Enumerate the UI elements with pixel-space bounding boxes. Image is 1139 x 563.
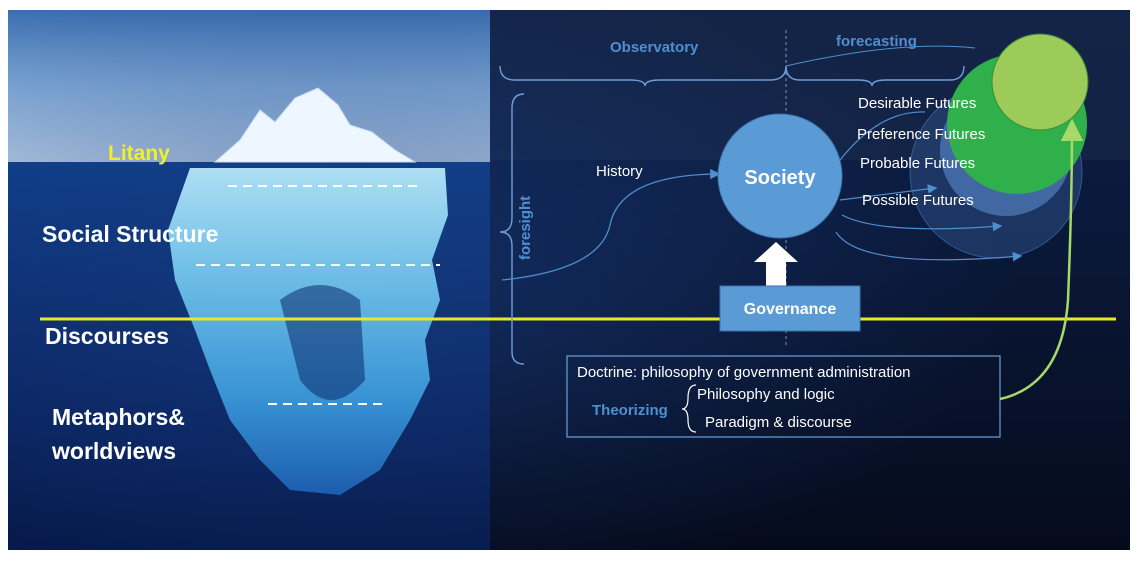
- litany-label: Litany: [108, 142, 170, 165]
- desirable-futures-label: Desirable Futures: [858, 95, 976, 112]
- society-to-desirable-arrow: [839, 111, 926, 161]
- preference-futures-label: Preference Futures: [857, 126, 985, 143]
- theorizing-brace: [681, 384, 697, 433]
- society-circle: [717, 113, 843, 239]
- metaphors-label-line1: Metaphors&: [52, 404, 185, 430]
- governance-label: Governance: [744, 301, 837, 318]
- foresight-brace: [499, 93, 525, 365]
- observatory-label: Observatory: [610, 39, 699, 56]
- society-to-probable-arrow: [839, 184, 938, 201]
- metaphors-label-line2: worldviews: [51, 438, 176, 464]
- history-arrow: [501, 168, 721, 281]
- forecasting-label: forecasting: [836, 33, 917, 50]
- theorizing-to-desirable-arrow: [999, 118, 1084, 401]
- doctrine-label: Doctrine: philosophy of government admin…: [577, 364, 911, 381]
- history-label: History: [596, 163, 643, 180]
- governance-up-arrow: [754, 242, 798, 286]
- iceberg-cavity: [280, 285, 365, 400]
- society-to-possible-arrow: [841, 214, 1003, 232]
- observatory-brace: [499, 65, 787, 87]
- social-structure-label: Social Structure: [42, 221, 218, 247]
- governance-box: [719, 285, 861, 332]
- iceberg-tip: [213, 87, 417, 163]
- society-to-outer-arrow: [835, 231, 1023, 262]
- probable-futures-label: Probable Futures: [860, 155, 975, 172]
- foresight-label: foresight: [517, 196, 534, 260]
- paradigm-label: Paradigm & discourse: [705, 414, 852, 431]
- forecast-top-arrow: [785, 45, 976, 67]
- theorizing-label: Theorizing: [592, 402, 668, 419]
- society-label: Society: [744, 167, 816, 189]
- discourses-label: Discourses: [45, 323, 169, 349]
- desirable-futures-circle: [991, 33, 1089, 131]
- possible-futures-label: Possible Futures: [862, 192, 974, 209]
- doctrine-box: [566, 355, 1001, 438]
- philosophy-label: Philosophy and logic: [697, 386, 835, 403]
- forecasting-brace: [785, 65, 965, 87]
